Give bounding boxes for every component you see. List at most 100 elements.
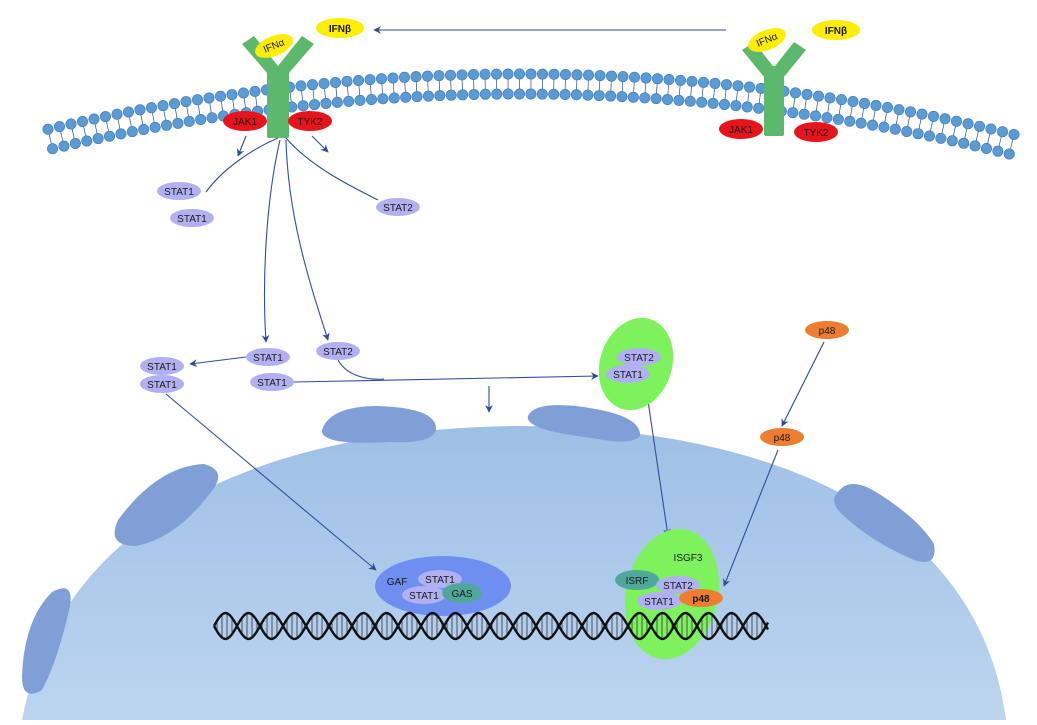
lipid-tail (107, 122, 109, 132)
lipid-head (905, 107, 915, 117)
lipid-head (1004, 149, 1014, 159)
lipid-tail (256, 96, 257, 106)
stat-label: STAT1 (257, 378, 287, 389)
lipid-head (135, 105, 145, 115)
lipid-head (721, 79, 731, 89)
path-stat2-recruit (286, 138, 378, 200)
lipid-tail (953, 126, 955, 136)
lipid-tail (244, 98, 245, 108)
lipid-head (388, 73, 398, 83)
lipid-tail (851, 106, 853, 116)
lipid-head (400, 92, 410, 102)
lipid-head (378, 94, 388, 104)
stat-label: STAT2 (383, 203, 413, 214)
lipid-head (411, 71, 421, 81)
lipid-head (549, 69, 559, 79)
lipid-head (617, 91, 627, 101)
lipid-tail (221, 101, 222, 111)
stat-stat1-f: STAT1 (140, 375, 184, 393)
lipid-head (708, 98, 718, 108)
lipid-head (629, 72, 639, 82)
lipid-tail (839, 105, 841, 115)
lipid-head (184, 116, 194, 126)
kinase-label: TYK2 (803, 128, 828, 139)
lipid-head (652, 73, 662, 83)
lipid-head (981, 143, 991, 153)
lipid-tail (118, 119, 120, 129)
lipid-head (116, 129, 126, 139)
lipid-head (399, 72, 409, 82)
arrow-stat1-dimer (265, 140, 280, 342)
lipid-head (651, 93, 661, 103)
lipid-tail (965, 129, 967, 139)
lipid-tail (347, 86, 348, 96)
lipid-tail (198, 105, 200, 115)
p48-a: p48 (805, 321, 849, 339)
lipid-head (238, 88, 248, 98)
lipid-head (250, 86, 260, 96)
lipid-head (204, 93, 214, 103)
stat-label: STAT2 (663, 581, 693, 592)
lipid-head (412, 91, 422, 101)
gaf-label: GAF (387, 577, 408, 588)
arrow-stat1-homodimer (190, 357, 246, 364)
lipid-head (376, 74, 386, 84)
lipid-head (970, 141, 980, 151)
lipid-head (641, 73, 651, 83)
lipid-head (173, 118, 183, 128)
lipid-head (951, 116, 961, 126)
stat-stat1-d: STAT1 (250, 373, 294, 391)
lipid-head (640, 93, 650, 103)
lipid-tail (382, 84, 383, 94)
lipid-head (434, 70, 444, 80)
lipid-tail (908, 117, 910, 127)
lipid-head (330, 77, 340, 87)
lipid-head (537, 89, 547, 99)
lipid-head (788, 107, 798, 117)
lipid-tail (290, 92, 291, 102)
lipid-head (618, 71, 628, 81)
isgf3-label: ISGF3 (674, 553, 703, 564)
lipid-head (139, 124, 149, 134)
lipid-head (43, 124, 53, 134)
lipid-head (526, 69, 536, 79)
isrf-label: ISRF (626, 576, 649, 587)
lipid-tail (702, 87, 703, 97)
lipid-head (150, 122, 160, 132)
isgf3-p48: p48 (679, 589, 723, 607)
nucleus-body (22, 426, 1006, 720)
lipid-head (298, 101, 308, 111)
lipid-head (215, 91, 225, 101)
lipid-head (503, 89, 513, 99)
cell-membrane (43, 69, 1019, 159)
stat-label: STAT1 (644, 597, 674, 608)
lipid-tail (187, 107, 189, 117)
lipid-head (526, 89, 536, 99)
lipid-head (469, 89, 479, 99)
lipid-head (940, 114, 950, 124)
lipid-tail (405, 82, 406, 92)
lipid-head (810, 111, 820, 121)
lipid-head (901, 126, 911, 136)
lipid-head (423, 91, 433, 101)
lipid-tail (141, 115, 143, 125)
lipid-tail (725, 90, 726, 100)
lipid-tail (679, 85, 680, 95)
lipid-head (698, 77, 708, 87)
stat-stat2-b: STAT2 (316, 342, 360, 360)
lipid-head (296, 81, 306, 91)
lipid-head (871, 100, 881, 110)
lipid-head (127, 126, 137, 136)
lipid-head (675, 75, 685, 85)
lipid-head (445, 70, 455, 80)
lipid-head (365, 74, 375, 84)
lipid-head (77, 116, 87, 126)
stat-label: STAT1 (425, 575, 455, 586)
arrow-stat2-phospho (286, 140, 328, 340)
lipid-head (169, 98, 179, 108)
lipid-head (674, 95, 684, 105)
arrow-receptor-jak1 (238, 136, 246, 156)
lipid-head (514, 69, 524, 79)
